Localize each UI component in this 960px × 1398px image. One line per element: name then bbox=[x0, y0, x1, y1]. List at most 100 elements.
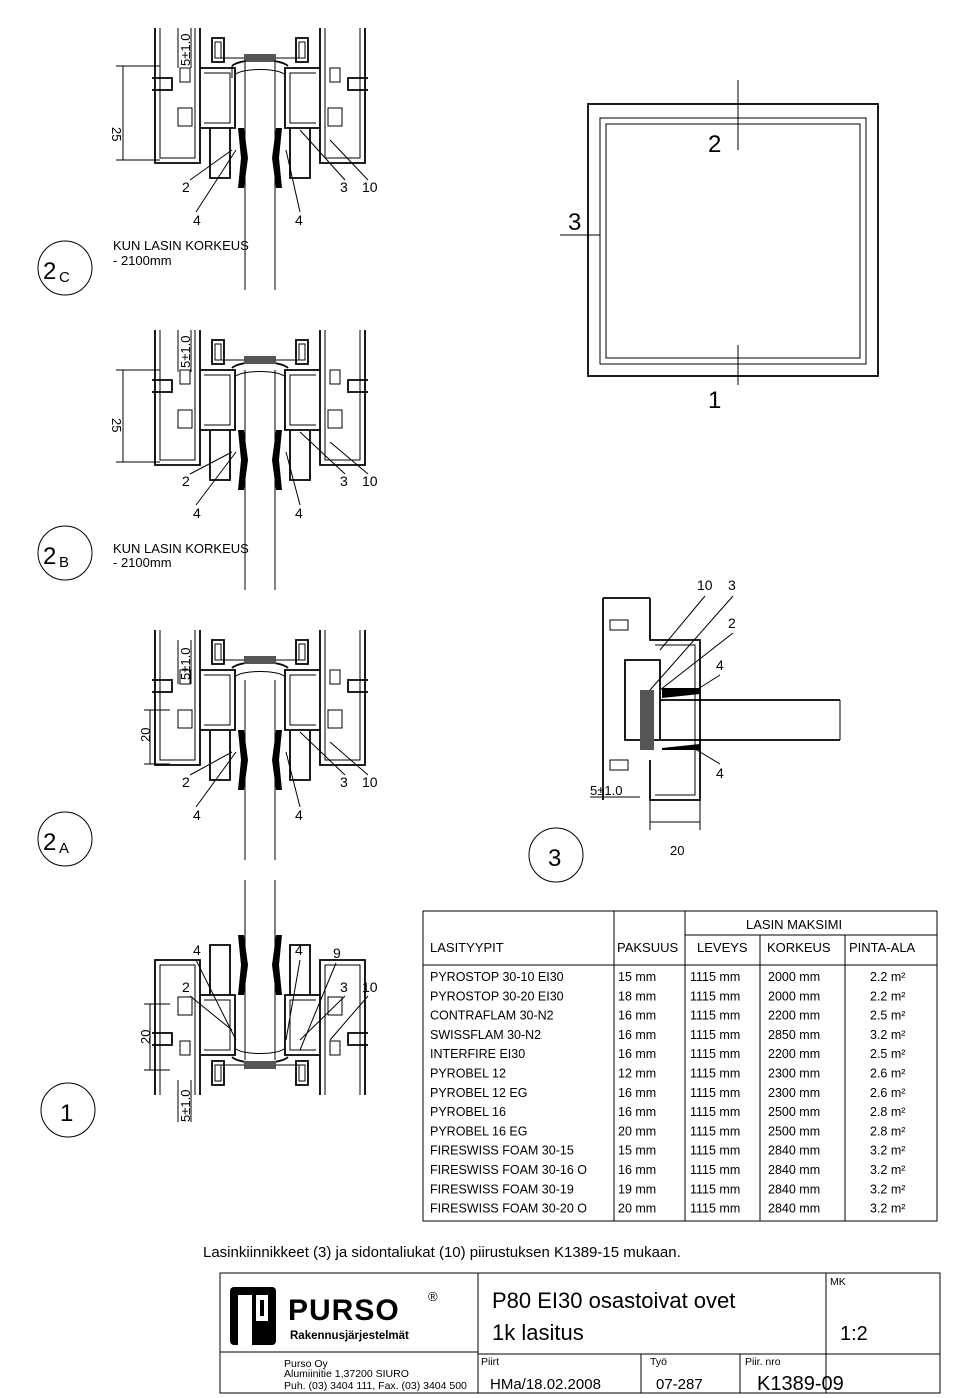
callout-2a-2: 2 bbox=[182, 774, 190, 790]
cell-type: CONTRAFLAM 30-N2 bbox=[430, 1009, 554, 1023]
dim-side-2a: 20 bbox=[138, 728, 153, 742]
callout-3-3: 3 bbox=[728, 577, 736, 593]
callout-2b-4a: 4 bbox=[193, 505, 201, 521]
view-label-circle-3 bbox=[528, 827, 584, 883]
cell-thickness: 15 mm bbox=[618, 1144, 656, 1158]
view-number-2b: 2 bbox=[43, 543, 56, 570]
cell-area: 3.2 m² bbox=[870, 1202, 905, 1216]
callout-1-3: 3 bbox=[340, 979, 348, 995]
callout-2c-4a: 4 bbox=[193, 212, 201, 228]
dim-gap-3: 5±1.0 bbox=[590, 783, 622, 798]
cell-height: 2200 mm bbox=[768, 1009, 820, 1023]
cell-height: 2300 mm bbox=[768, 1067, 820, 1081]
piirt-value: HMa/18.02.2008 bbox=[490, 1376, 601, 1393]
cell-type: SWISSFLAM 30-N2 bbox=[430, 1028, 541, 1042]
cell-type: FIRESWISS FOAM 30-16 O bbox=[430, 1163, 587, 1177]
table-header-height: KORKEUS bbox=[767, 940, 831, 955]
callout-3-2: 2 bbox=[728, 615, 736, 631]
tyo-value: 07-287 bbox=[656, 1376, 703, 1393]
dim-bottom-3: 20 bbox=[670, 843, 684, 858]
cell-type: FIRESWISS FOAM 30-15 bbox=[430, 1144, 574, 1158]
view-label-circle-2c bbox=[37, 240, 93, 296]
view-suffix-2b: B bbox=[59, 554, 69, 571]
callout-2b-10: 10 bbox=[362, 473, 378, 489]
logo-subtitle: Rakennusjärjestelmät bbox=[290, 1330, 409, 1342]
cell-thickness: 16 mm bbox=[618, 1028, 656, 1042]
note-2c-line2: - 2100mm bbox=[113, 253, 172, 268]
callout-2c-2: 2 bbox=[182, 179, 190, 195]
view-suffix-2a: A bbox=[59, 840, 69, 857]
table-body: PYROSTOP 30-10 EI30 15 mm 1115 mm 2000 mm 2.… bbox=[430, 970, 905, 1216]
cell-width: 1115 mm bbox=[690, 1009, 740, 1023]
cell-type: PYROBEL 16 bbox=[430, 1105, 506, 1119]
cell-height: 2840 mm bbox=[768, 1163, 820, 1177]
cell-height: 2200 mm bbox=[768, 1047, 820, 1061]
cell-width: 1115 mm bbox=[690, 1182, 740, 1196]
cell-height: 2840 mm bbox=[768, 1182, 820, 1196]
view-label-circle-1 bbox=[40, 1082, 96, 1138]
cell-area: 2.2 m² bbox=[870, 970, 905, 984]
door-callout-1: 1 bbox=[708, 387, 721, 414]
cell-thickness: 20 mm bbox=[618, 1124, 656, 1138]
callout-2c-10: 10 bbox=[362, 179, 378, 195]
callout-2b-3: 3 bbox=[340, 473, 348, 489]
cell-area: 2.6 m² bbox=[870, 1086, 905, 1100]
note-2b-line1: KUN LASIN KORKEUS bbox=[113, 541, 249, 556]
cell-type: PYROSTOP 30-20 EI30 bbox=[430, 989, 564, 1003]
view-number-2c: 2 bbox=[43, 258, 56, 285]
cell-type: PYROSTOP 30-10 EI30 bbox=[430, 970, 564, 984]
dim-bottom-1: 5±1.0 bbox=[178, 1090, 193, 1122]
callout-1-10: 10 bbox=[362, 979, 378, 995]
cell-width: 1115 mm bbox=[690, 1105, 740, 1119]
table-header-thickness: PAKSUUS bbox=[617, 940, 678, 955]
cell-area: 3.2 m² bbox=[870, 1028, 905, 1042]
cell-thickness: 20 mm bbox=[618, 1202, 656, 1216]
note-2b-line2: - 2100mm bbox=[113, 555, 172, 570]
callout-2b-2: 2 bbox=[182, 473, 190, 489]
cell-thickness: 18 mm bbox=[618, 989, 656, 1003]
table-group-header: LASIN MAKSIMI bbox=[746, 917, 842, 932]
dim-side-1: 20 bbox=[138, 1030, 153, 1044]
cell-width: 1115 mm bbox=[690, 1163, 740, 1177]
drawing-subtitle: 1k lasitus bbox=[492, 1320, 584, 1345]
cell-width: 1115 mm bbox=[690, 1047, 740, 1061]
table-header-type: LASITYYPIT bbox=[430, 940, 504, 955]
note-2c-line1: KUN LASIN KORKEUS bbox=[113, 238, 249, 253]
cell-area: 2.2 m² bbox=[870, 989, 905, 1003]
callout-2a-4b: 4 bbox=[295, 807, 303, 823]
callout-2a-4a: 4 bbox=[193, 807, 201, 823]
callout-2a-10: 10 bbox=[362, 774, 378, 790]
view-suffix-2c: C bbox=[59, 269, 70, 286]
nro-value: K1389-09 bbox=[757, 1373, 844, 1395]
cell-area: 3.2 m² bbox=[870, 1163, 905, 1177]
cell-width: 1115 mm bbox=[690, 989, 740, 1003]
cell-thickness: 12 mm bbox=[618, 1067, 656, 1081]
dim-side-2c: 25 bbox=[109, 127, 124, 141]
view-label-circle-2a bbox=[37, 811, 93, 867]
company-address: Alumiinitie 1,37200 SIURO bbox=[284, 1368, 409, 1380]
view-3: 20 5±1.0 10 3 2 4 4 3 bbox=[528, 577, 841, 883]
callout-1-9: 9 bbox=[333, 945, 341, 961]
cell-width: 1115 mm bbox=[690, 1067, 740, 1081]
dim-top-2c: 5±1.0 bbox=[178, 34, 193, 66]
door-callout-3: 3 bbox=[568, 209, 581, 236]
callout-2c-3: 3 bbox=[340, 179, 348, 195]
cell-thickness: 15 mm bbox=[618, 970, 656, 984]
view-number-2a: 2 bbox=[43, 829, 56, 856]
door-callout-2: 2 bbox=[708, 131, 721, 158]
cell-type: FIRESWISS FOAM 30-19 bbox=[430, 1182, 574, 1196]
cell-thickness: 16 mm bbox=[618, 1086, 656, 1100]
dim-top-2a: 5±1.0 bbox=[178, 648, 193, 680]
dim-top-2b: 5±1.0 bbox=[178, 336, 193, 368]
view-2b: 5±1.0 25 2 3 10 4 4 2 B KUN LASIN KORKEU… bbox=[37, 329, 378, 590]
cell-type: PYROBEL 12 EG bbox=[430, 1086, 528, 1100]
tyo-label: Työ bbox=[650, 1356, 667, 1368]
cell-height: 2000 mm bbox=[768, 970, 820, 984]
